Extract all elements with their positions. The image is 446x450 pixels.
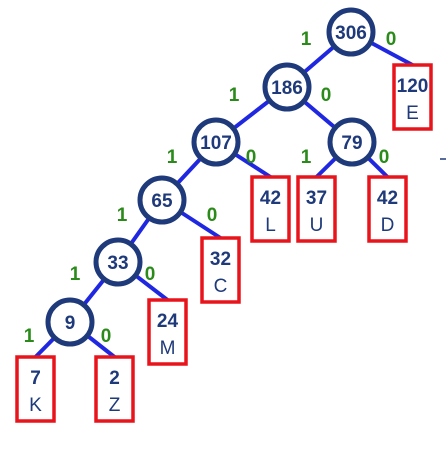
bit-label-n65-n33: 1 [117, 205, 128, 226]
node-weight: 186 [271, 78, 303, 99]
node-circle [45, 297, 95, 347]
leaf-box [296, 175, 337, 243]
bit-label-n107-leafL: 0 [246, 147, 257, 168]
leaf-Z: 2Z [94, 355, 135, 423]
internal-node-n107: 107 [191, 117, 241, 167]
internal-node-n33: 33 [93, 237, 143, 287]
bit-label-n107-n65: 1 [167, 147, 178, 168]
leaf-count: 7 [30, 368, 41, 389]
leaf-L: 42L [250, 175, 291, 243]
bit-label-n33-leafM: 0 [145, 264, 156, 285]
internal-node-n186: 186 [262, 62, 312, 112]
edges-layer [33, 30, 415, 359]
node-weight: 306 [335, 23, 367, 44]
internal-node-n306: 306 [326, 7, 376, 57]
leaf-U: 37U [296, 175, 337, 243]
leaf-symbol: D [381, 215, 395, 236]
bit-label-n306-n186: 1 [301, 29, 312, 50]
bit-label-n9-leafK: 1 [24, 326, 35, 347]
bit-labels-layer: 1 0 1 0 1 0 1 0 1 0 1 0 1 0 [24, 29, 397, 347]
node-circle [327, 117, 377, 167]
bit-label-n306-leafE: 0 [386, 29, 397, 50]
internal-nodes-layer: 306 186 107 79 65 33 9 [45, 7, 377, 347]
node-weight: 79 [341, 133, 362, 154]
bit-label-n79-leafD: 0 [379, 147, 390, 168]
node-circle [93, 237, 143, 287]
leaf-count: 42 [260, 188, 281, 209]
leaf-symbol: M [160, 338, 176, 359]
leaf-M: 24M [147, 298, 188, 366]
leaf-box [15, 355, 56, 423]
bit-label-n33-n9: 1 [70, 264, 81, 285]
leaf-box [147, 298, 188, 366]
node-weight: 33 [107, 253, 128, 274]
leaf-symbol: L [265, 215, 276, 236]
bit-label-n9-leafZ: 0 [101, 326, 112, 347]
leaf-symbol: E [406, 103, 419, 124]
leaf-box [200, 236, 241, 304]
leaf-count: 2 [109, 368, 120, 389]
leaf-box [392, 63, 433, 131]
leaf-count: 120 [397, 76, 429, 97]
leaf-symbol: K [29, 395, 42, 416]
leaf-K: 7K [15, 355, 56, 423]
leaf-count: 24 [157, 311, 179, 332]
internal-node-n65: 65 [137, 175, 187, 225]
leaf-C: 32C [200, 236, 241, 304]
bit-label-n79-leafU: 1 [301, 147, 312, 168]
leaf-symbol: C [214, 276, 228, 297]
leaf-box [367, 175, 408, 243]
node-weight: 107 [200, 133, 232, 154]
bit-label-n65-leafC: 0 [207, 205, 218, 226]
node-circle [191, 117, 241, 167]
internal-node-n9: 9 [45, 297, 95, 347]
leaf-count: 32 [210, 249, 231, 270]
node-weight: 65 [151, 191, 173, 212]
internal-node-n79: 79 [327, 117, 377, 167]
leaf-count: 37 [306, 188, 327, 209]
leaf-symbol: Z [109, 395, 121, 416]
node-circle [326, 7, 376, 57]
bit-label-n186-n107: 1 [229, 85, 240, 106]
node-weight: 9 [65, 313, 76, 334]
leaf-count: 42 [377, 188, 398, 209]
leaf-box [94, 355, 135, 423]
leaf-box [250, 175, 291, 243]
node-circle [262, 62, 312, 112]
node-circle [137, 175, 187, 225]
leaf-symbol: U [310, 215, 324, 236]
leaf-D: 42D [367, 175, 408, 243]
bit-label-n186-n79: 0 [321, 85, 332, 106]
